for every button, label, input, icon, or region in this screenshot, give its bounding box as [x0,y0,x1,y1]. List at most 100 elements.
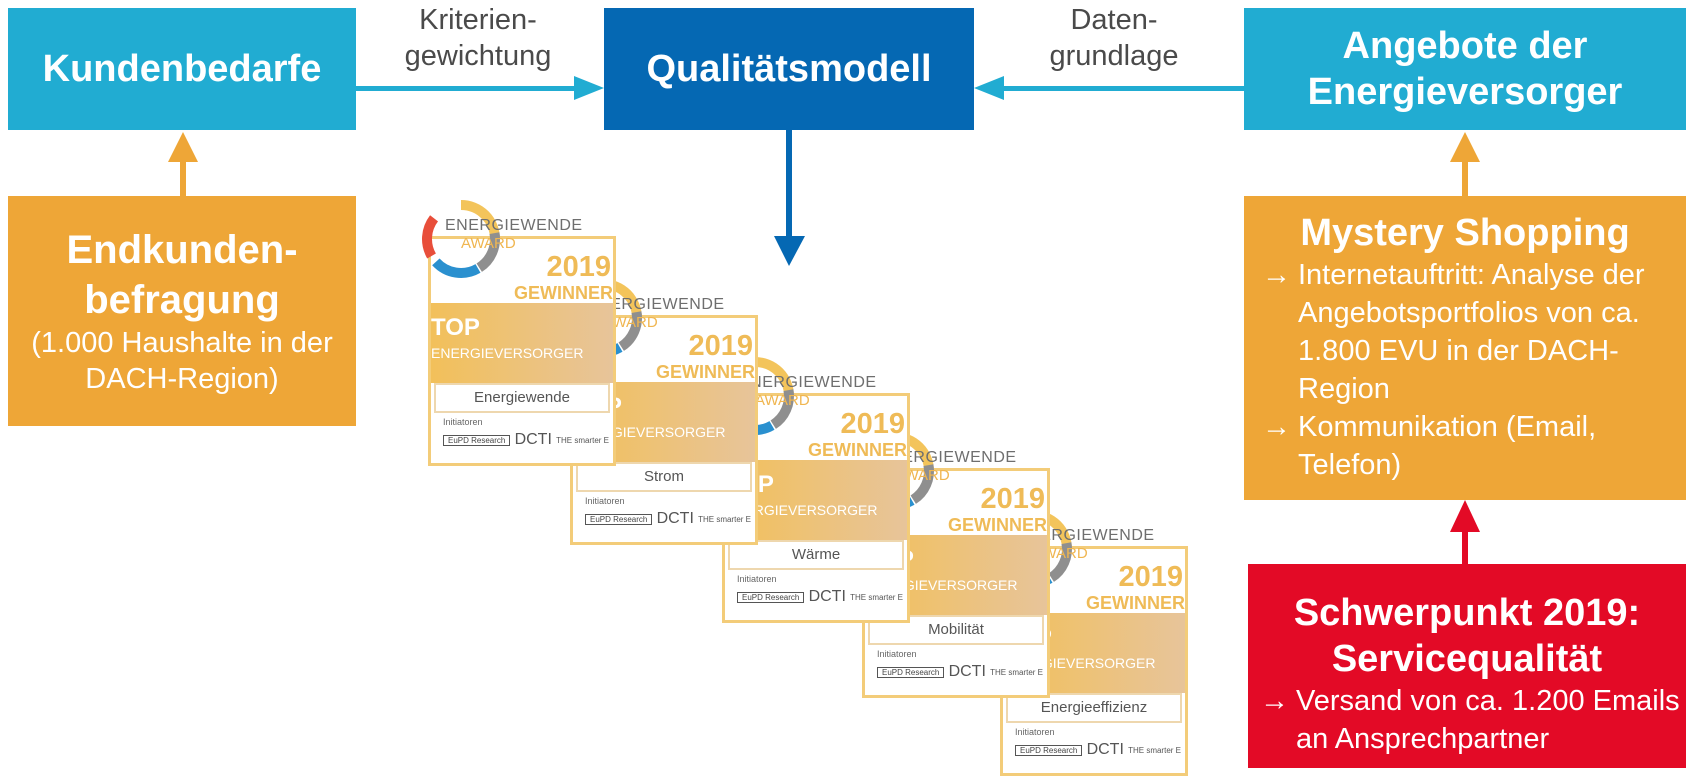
schwer-title-line1: Schwerpunkt 2019: [1293,592,1641,634]
kundenbedarfe-title: Kundenbedarfe [42,48,322,90]
award-category: Strom [576,462,752,492]
award-award-text: AWARD [755,392,810,409]
mystery-bullet-2: → Kommunikation (Email, Telefon) [1262,408,1686,484]
arrow-qualitaetsmodell-to-awards [774,130,805,266]
mystery-bullet-1-line: 1.800 EVU in der DACH- [1298,335,1619,367]
award-initiatoren-label: Initiatoren [737,574,777,584]
award-band: TOP ENERGIEVERSORGER [431,303,613,383]
endkunden-sub-line1: (1.000 Haushalte in der [31,327,333,359]
arrow-mystery-to-angebote [1450,132,1480,196]
award-gewinner: GEWINNER [808,440,907,460]
award-category: Energiewende [434,383,610,413]
box-kundenbedarfe: Kundenbedarfe [8,8,356,130]
award-award-text: AWARD [603,314,658,331]
award-category: Energieeffizienz [1006,693,1182,723]
eupd-logo: EuPD Research [443,434,511,446]
smarter-e-logo: THE smarter E [698,514,751,524]
schwer-bullets: → Versand von ca. 1.200 Emails an Anspre… [1248,682,1686,758]
mystery-bullet-1-line: Angebotsportfolios von ca. [1298,297,1640,329]
box-qualitaetsmodell: Qualitätsmodell [604,8,974,130]
award-energiewende-text: ENERGIEWENDE [1017,527,1155,544]
mystery-bullets: → Internetauftritt: Analyse der Angebots… [1244,256,1686,484]
arrow-endkunden-to-kundenbedarfe [168,132,198,196]
mystery-bullet-2-line: Telefon) [1298,449,1402,481]
arrow-angebote-to-qualitaetsmodell [974,76,1244,100]
award-category: Wärme [728,540,904,570]
schwer-bullet-line: Versand von ca. 1.200 Emails [1296,685,1680,717]
mystery-bullet-2-line: Kommunikation (Email, [1298,411,1597,443]
award-gewinner: GEWINNER [948,515,1047,535]
qualitaetsmodell-title: Qualitätsmodell [646,48,932,90]
schwer-bullet: → Versand von ca. 1.200 Emails an Anspre… [1260,682,1686,758]
award-year: 2019 [840,408,905,440]
eupd-logo: EuPD Research [585,513,653,525]
award-ring-icon [422,200,500,278]
arrow-schwerpunkt-to-mystery [1450,500,1480,564]
box-angebote: Angebote der Energieversorger [1244,8,1686,130]
angebote-title-line2: Energieversorger [1307,71,1623,113]
dcti-logo: DCTI [514,431,552,448]
arrow-right-icon: → [1260,685,1289,717]
award-energiewende-text: ENERGIEWENDE [739,374,877,391]
label-kriteriengewichtung: Kriterien- gewichtung [388,2,568,74]
award-year: 2019 [1118,561,1183,593]
schwer-title-line2: Servicequalität [1331,638,1603,680]
award-initiatoren-label: Initiatoren [1015,727,1055,737]
smarter-e-logo: THE smarter E [556,435,609,445]
award-card: ENERGIEWENDEAWARD2019GEWINNERTOPENERGIEV… [716,357,910,623]
label-datengrundlage: Daten- grundlage [1024,2,1204,74]
award-top: TOP [431,314,480,341]
smarter-e-logo: THE smarter E [990,667,1043,677]
endkunden-title-line2: befragung [84,278,280,322]
arrow-kundenbedarfe-to-qualitaetsmodell [356,76,604,100]
endkunden-title-line1: Endkunden- [66,228,298,272]
award-gewinner: GEWINNER [656,362,755,382]
award-award-text: AWARD [461,235,516,252]
eupd-logo: EuPD Research [1015,744,1083,756]
box-endkundenbefragung: Endkunden- befragung (1.000 Haushalte in… [8,196,356,426]
dcti-logo: DCTI [1086,741,1124,758]
label-daten-line2: grundlage [1049,40,1179,72]
box-schwerpunkt: Schwerpunkt 2019: Servicequalität → Vers… [1248,564,1686,768]
award-initiatoren-label: Initiatoren [443,417,483,427]
dcti-logo: DCTI [656,510,694,527]
award-year: 2019 [546,251,611,283]
smarter-e-logo: THE smarter E [850,592,903,602]
award-year: 2019 [688,330,753,362]
mystery-bullet-1-line: Region [1298,373,1390,405]
eupd-logo: EuPD Research [737,591,805,603]
mystery-bullet-1-line: Internetauftritt: Analyse der [1298,259,1645,291]
award-initiatoren-label: Initiatoren [585,496,625,506]
smarter-e-logo: THE smarter E [1128,745,1181,755]
dcti-logo: DCTI [808,588,846,605]
award-year: 2019 [980,483,1045,515]
award-energieversorger: ENERGIEVERSORGER [431,345,584,361]
award-gewinner: GEWINNER [514,283,613,303]
eupd-logo: EuPD Research [877,666,945,678]
award-gewinner: GEWINNER [1086,593,1185,613]
arrow-right-icon: → [1262,411,1291,443]
label-daten-line1: Daten- [1070,4,1158,36]
label-kriterien-line2: gewichtung [404,40,552,72]
label-kriterien-line1: Kriterien- [419,4,537,36]
award-energiewende-text: ENERGIEWENDE [445,217,583,234]
mystery-bullet-1: → Internetauftritt: Analyse der Angebots… [1262,256,1686,408]
endkunden-sub-line2: DACH-Region) [85,363,279,395]
box-mystery-shopping: Mystery Shopping → Internetauftritt: Ana… [1244,196,1686,500]
award-energiewende-text: ENERGIEWENDE [587,296,725,313]
arrow-right-icon: → [1262,259,1291,291]
angebote-title-line1: Angebote der [1342,25,1588,67]
dcti-logo: DCTI [948,663,986,680]
